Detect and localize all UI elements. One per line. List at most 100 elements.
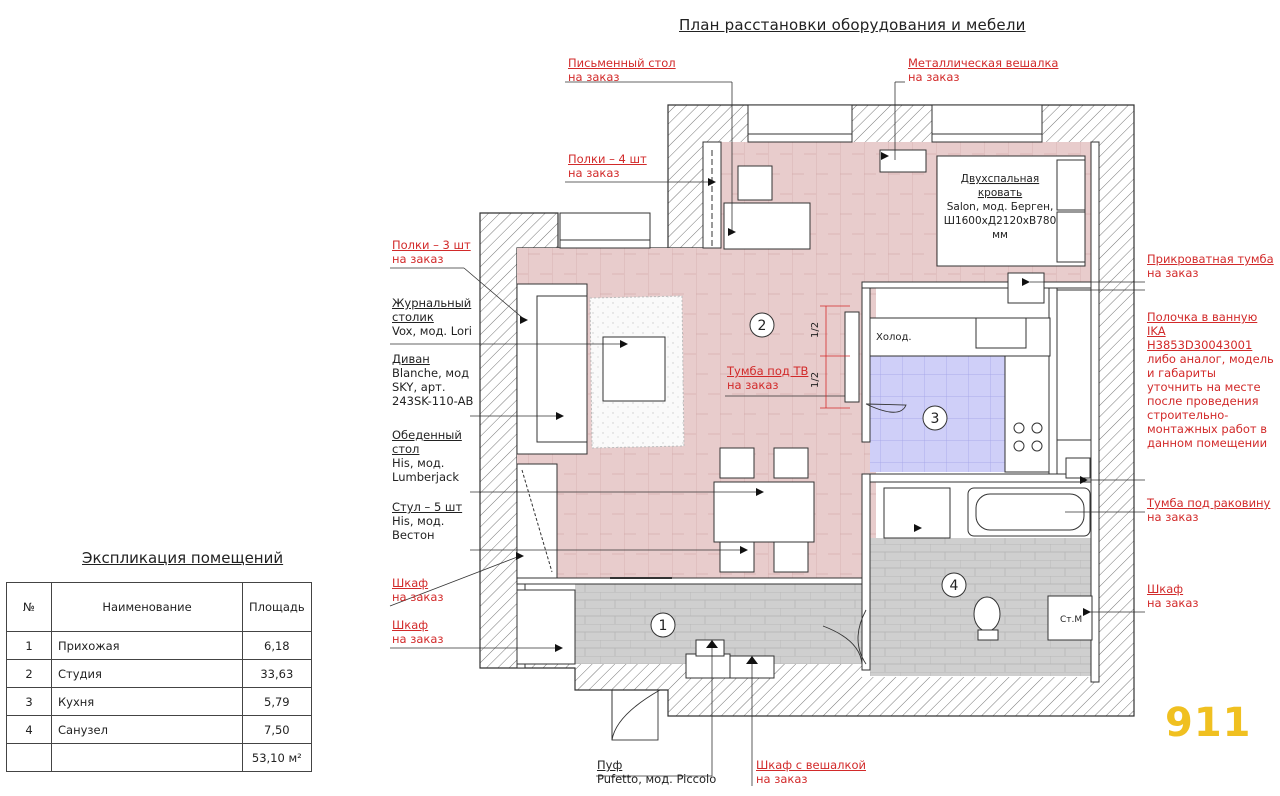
callout-bath-shelf-8: строительно- — [1147, 408, 1229, 422]
room-3-circle — [922, 405, 948, 431]
dim-top: 1/2 — [810, 322, 821, 338]
callout-wardrobe1: Шкаф на заказ — [392, 576, 444, 604]
bed-label-2: кровать — [978, 187, 1022, 199]
callout-wardrobe2-name: Шкаф — [392, 618, 429, 632]
table-row: 4 Санузел 7,50 — [6, 715, 312, 744]
callout-bath-shelf-7: после проведения — [1147, 394, 1259, 408]
logo-911: 911 — [1165, 700, 1252, 746]
explication-header-row: № Наименование Площадь — [6, 582, 312, 632]
callout-bath-shelf-6: уточнить на месте — [1147, 380, 1261, 394]
callout-dining-model2: Lumberjack — [392, 470, 460, 484]
tv-stand-shape — [844, 311, 860, 403]
windows — [559, 104, 1043, 249]
fridge-label: Холод. — [876, 332, 912, 343]
callout-pouf-name: Пуф — [597, 758, 623, 772]
callout-sofa-model1: Blanche, мод — [392, 366, 470, 380]
bed-label-5: мм — [992, 229, 1008, 241]
callout-chairs-name: Стул – 5 шт — [392, 500, 463, 514]
callout-sink-cabinet-note: на заказ — [1147, 510, 1199, 524]
room-2-number: 2 — [758, 318, 767, 334]
table-row: 1 Прихожая 6,18 — [6, 631, 312, 660]
callout-hall-wardrobe-name: Шкаф с вешалкой — [756, 758, 866, 772]
callout-bath-shelf-1: Полочка в ванную — [1147, 310, 1258, 324]
bed-label-4: Ш1600хД2120хВ780 — [944, 215, 1057, 227]
callout-pouf: Пуф Pufetto, мод. Piccolo — [597, 758, 716, 786]
callout-bedside-note: на заказ — [1147, 266, 1199, 280]
markers — [516, 152, 1091, 664]
callout-chairs-model2: Вестон — [392, 528, 435, 542]
total-name — [51, 743, 243, 772]
callout-shelves3-note: на заказ — [392, 252, 444, 266]
callout-coffee-table-model: Vox, мод. Lori — [392, 324, 472, 338]
doors — [610, 403, 907, 741]
callout-wardrobe1-note: на заказ — [392, 590, 444, 604]
row-no: 1 — [6, 631, 52, 660]
desk-shape — [723, 202, 811, 250]
row-no: 3 — [6, 687, 52, 716]
callout-shelves4-note: на заказ — [568, 166, 620, 180]
callout-desk: Письменный стол на заказ — [568, 56, 676, 84]
header-name: Наименование — [51, 582, 243, 632]
total-row: 53,10 м² — [6, 743, 312, 772]
callout-sofa-model2: SKY, арт. — [392, 380, 446, 394]
leader-lines — [389, 81, 1145, 786]
room-1-number: 1 — [659, 618, 668, 634]
dim-bottom: 1/2 — [810, 372, 821, 388]
table-row: 3 Кухня 5,79 — [6, 687, 312, 716]
row-area: 6,18 — [242, 631, 312, 660]
callout-bedside: Прикроватная тумба на заказ — [1147, 252, 1274, 280]
room-1-circle — [650, 612, 676, 638]
bed-label-3: Salon, мод. Берген, — [947, 201, 1054, 213]
callout-dining-name: Обеденный — [392, 428, 462, 442]
callout-bath-wardrobe-name: Шкаф — [1147, 582, 1184, 596]
callout-tv-stand-note: на заказ — [727, 378, 779, 392]
callout-shelves4: Полки – 4 шт на заказ — [568, 152, 647, 180]
bed-label-1: Двухспальная — [961, 173, 1039, 185]
callout-sofa-model3: 243SK-110-AB — [392, 394, 474, 408]
callout-tv-stand-name: Тумба под ТВ — [727, 364, 809, 378]
callout-dining-table: Обеденный стол His, мод. Lumberjack — [392, 428, 462, 484]
callout-bath-shelf: Полочка в ванную IKA H3853D30043001 либо… — [1147, 310, 1274, 450]
row-name: Прихожая — [51, 631, 243, 660]
toilet-shape — [973, 596, 1001, 632]
callout-rack-name: Металлическая вешалка — [908, 56, 1059, 70]
callout-bath-shelf-2: IKA — [1147, 324, 1166, 338]
callout-pouf-model: Pufetto, мод. Piccolo — [597, 772, 717, 786]
row-no: 2 — [6, 659, 52, 688]
callout-coffee-table-name2: столик — [392, 310, 434, 324]
pouf-shape — [685, 653, 731, 679]
callout-coffee-table: Журнальный столик Vox, мод. Lori — [392, 296, 472, 338]
callout-wardrobe1-name: Шкаф — [392, 576, 429, 590]
callout-sink-cabinet: Тумба под раковину на заказ — [1147, 496, 1270, 524]
callout-bedside-name: Прикроватная тумба — [1147, 252, 1274, 266]
callout-dining-name2: стол — [392, 442, 420, 456]
callout-bath-wardrobe: Шкаф на заказ — [1147, 582, 1199, 610]
callout-shelves3-name: Полки – 3 шт — [392, 238, 471, 252]
callout-bath-shelf-9: монтажных работ в — [1147, 422, 1268, 436]
callout-chairs-model1: His, мод. — [392, 514, 445, 528]
row-area: 5,79 — [242, 687, 312, 716]
callout-desk-name: Письменный стол — [568, 56, 676, 70]
callout-bath-shelf-10: данном помещении — [1147, 436, 1268, 450]
row-no: 4 — [6, 715, 52, 744]
callout-wardrobe2-note: на заказ — [392, 632, 444, 646]
callout-chairs: Стул – 5 шт His, мод. Вестон — [392, 500, 462, 542]
callout-coffee-table-name: Журнальный — [392, 296, 472, 310]
header-no: № — [6, 582, 52, 632]
explication-title: Экспликация помещений — [82, 549, 284, 567]
callout-tv-stand: Тумба под ТВ на заказ — [727, 364, 808, 392]
callout-shelves4-name: Полки – 4 шт — [568, 152, 647, 166]
callout-dining-model1: His, мод. — [392, 456, 445, 470]
total-no — [6, 743, 52, 772]
header-area: Площадь — [242, 582, 312, 632]
callout-hall-wardrobe-note: на заказ — [756, 772, 808, 786]
coffee-table-shape — [602, 336, 666, 402]
room-4-number: 4 — [950, 578, 959, 594]
callout-bath-shelf-3: H3853D30043001 — [1147, 338, 1253, 352]
callout-sofa-name: Диван — [392, 352, 430, 366]
room-3-number: 3 — [931, 411, 940, 427]
room-2-circle — [749, 312, 775, 338]
callout-wardrobe2: Шкаф на заказ — [392, 618, 444, 646]
callout-desk-note: на заказ — [568, 70, 620, 84]
